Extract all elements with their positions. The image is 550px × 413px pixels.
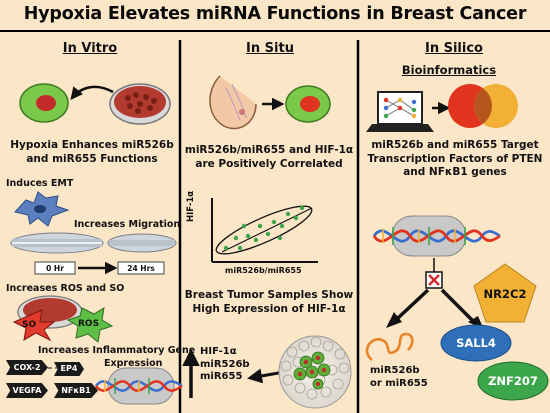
label-so: SO — [22, 320, 37, 330]
target-sall4-label: SALL4 — [456, 336, 496, 350]
gene-nfkb1: NFκB1 — [54, 383, 98, 398]
label-inflammatory: Increases Inflammatory Gene Expression — [38, 344, 195, 370]
dna-capsule-vitro — [107, 367, 175, 405]
figure-title: Hypoxia Elevates miRNA Functions in Brea… — [23, 4, 527, 24]
label-0-hr: 0 Hr — [46, 264, 64, 273]
situ-finding-line-1: miR526b/miR655 and HIF-1α — [184, 144, 354, 156]
target-sall4-shape — [440, 324, 512, 362]
targeting-arrow-left — [396, 288, 430, 320]
title-bar — [0, 0, 550, 30]
breast-tissue-icon — [209, 75, 257, 130]
vitro-finding-line-2: and miR655 Functions — [26, 153, 158, 165]
mirna-label-line-1: miR526b — [370, 365, 420, 376]
up-item-hif: HIF-1α — [200, 346, 237, 357]
target-znf207-shape — [477, 361, 549, 401]
plot-y-axis-label: HIF-1α — [186, 190, 196, 222]
label-induces-emt: Induces EMT — [6, 178, 74, 189]
inflammatory-line-1: Increases Inflammatory Gene — [38, 345, 196, 356]
tissue-to-list-arrow — [247, 368, 285, 384]
time-0-box — [34, 261, 76, 275]
situ-finding: miR526b/miR655 and HIF-1α are Positively… — [184, 143, 354, 171]
laptop-icon — [366, 91, 434, 132]
heading-in-silico: In Silico — [425, 41, 483, 56]
tumor-histology-icon — [278, 335, 352, 409]
target-znf207-label: ZNF207 — [488, 374, 538, 388]
hypoxic-cell-icon — [19, 83, 69, 123]
plot-x-axis-label: miR526b/miR655 — [225, 266, 302, 275]
silico-finding-line-3: and NFκB1 genes — [403, 166, 507, 178]
trend-line — [221, 207, 313, 253]
samples-line-1: Breast Tumor Samples Show — [184, 289, 354, 301]
ros-burst-icon — [66, 307, 114, 343]
up-item-mir526b: miR526b — [200, 358, 250, 370]
vitro-finding: Hypoxia Enhances miR526b and miR655 Func… — [6, 138, 178, 166]
situ-samples: Breast Tumor Samples Show High Expressio… — [184, 288, 354, 316]
dna-icon-vitro — [95, 378, 183, 394]
label-24-hrs: 24 Hrs — [127, 264, 155, 273]
mirna-strand-icon — [365, 332, 414, 361]
gene-ep4: EP4 — [54, 362, 84, 376]
silico-finding-line-2: Transcription Factors of PTEN — [367, 152, 543, 165]
targeting-arrow-right — [440, 288, 476, 324]
silico-finding-line-1: miR526b and miR655 Target — [371, 139, 539, 151]
cell-culture-dish-icon — [109, 83, 171, 125]
situ-finding-line-2: are Positively Correlated — [195, 158, 343, 170]
vitro-finding-line-1: Hypoxia Enhances miR526b — [10, 139, 174, 151]
migration-well-24hrs — [107, 233, 177, 253]
subheading-bioinformatics: Bioinformatics — [401, 63, 497, 77]
label-ros-so: Increases ROS and SO — [6, 283, 125, 294]
heading-in-situ: In Situ — [246, 41, 294, 56]
silico-finding: miR526b and miR655 Target Transcription … — [362, 139, 548, 180]
culture-to-cell-arrow — [70, 85, 114, 100]
venn-diagram-icon — [448, 84, 518, 128]
migration-well-0hr — [10, 232, 104, 254]
so-burst-icon — [12, 309, 56, 342]
time-24-box — [117, 261, 165, 275]
target-nr2c2-shape — [473, 263, 537, 323]
heading-in-vitro: In Vitro — [62, 41, 118, 56]
label-increases-migration: Increases Migration — [74, 219, 181, 230]
target-nr2c2-label: NR2C2 — [483, 287, 527, 301]
tumor-cell-icon — [285, 85, 331, 123]
gene-vegfa: VEGFA — [6, 383, 48, 398]
upregulated-list: HIF-1α miR526b miR655 — [200, 346, 250, 384]
dna-icon-silico — [372, 227, 501, 245]
correlation-plot — [211, 198, 318, 263]
gene-cox2: COX-2 — [6, 360, 48, 375]
mirna-label: miR526b or miR655 — [370, 364, 428, 390]
mirna-label-line-2: or miR655 — [370, 378, 428, 389]
up-item-mir655: miR655 — [200, 371, 243, 382]
inflammatory-line-2: Expression — [104, 358, 163, 369]
samples-line-2: High Expression of HIF-1α — [192, 303, 346, 315]
label-ros: ROS — [78, 319, 100, 329]
